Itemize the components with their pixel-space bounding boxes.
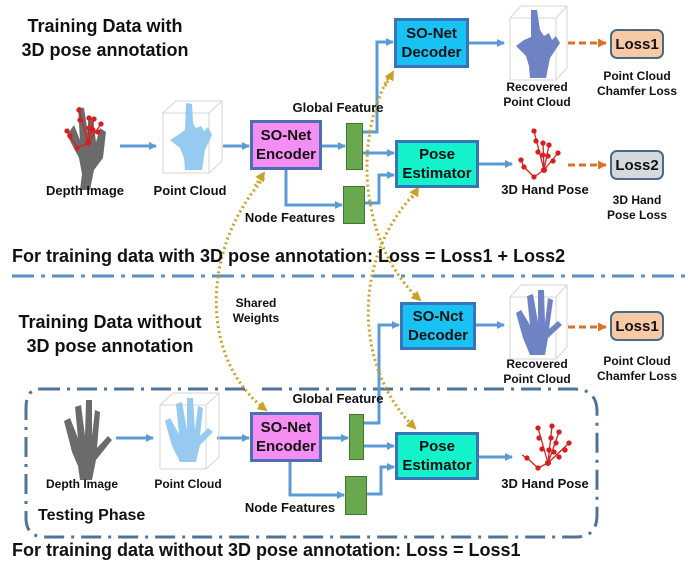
bottom-section-title: Training Data without 3D pose annotation — [10, 310, 210, 358]
top-decoder-line2: Decoder — [401, 44, 462, 61]
bottom-pose-estimator-box[interactable]: Pose Estimator — [395, 432, 479, 480]
bottom-decoder-line2: Decoder — [407, 327, 469, 344]
point-cloud-icon-top — [162, 100, 223, 174]
bottom-node-features-label: Node Features — [244, 500, 336, 515]
depth-image-hand-icon-top — [64, 107, 106, 190]
shared-weights-encoder-head-top — [253, 171, 266, 187]
shared-weights-decoder-head-top — [383, 70, 395, 87]
bottom-decoder-box[interactable]: SO-Nct Decoder — [400, 302, 476, 350]
top-decoder-box[interactable]: SO-Net Decoder — [394, 18, 469, 68]
arrow-global-to-decoder-top — [362, 38, 394, 134]
shared-weights-line1: Shared — [235, 296, 277, 310]
bottom-loss1-box[interactable]: Loss1 — [610, 311, 664, 341]
top-loss2-text: Loss2 — [615, 156, 659, 174]
top-encoder-line2: Encoder — [255, 146, 316, 163]
top-loss1-text: Loss1 — [615, 35, 659, 53]
arrow-node-to-pose-top — [363, 171, 395, 205]
top-loss2-description: 3D Hand Pose Loss — [597, 193, 677, 223]
testing-phase-label: Testing Phase — [38, 507, 146, 524]
top-encoder-line1: SO-Net — [260, 127, 312, 144]
top-node-features-label: Node Features — [244, 210, 336, 225]
top-global-feature-label: Global Feature — [292, 100, 384, 115]
bottom-global-feature-block — [349, 414, 364, 460]
bottom-global-feature-label: Global Feature — [292, 391, 384, 406]
shared-weights-label: Shared Weights — [226, 296, 286, 326]
top-loss1-desc-line1: Point Cloud — [603, 69, 671, 83]
bottom-pose-line1: Pose — [419, 438, 455, 455]
shared-weights-pose-curve — [366, 190, 418, 430]
top-loss-equation: For training data with 3D pose annotatio… — [12, 246, 566, 266]
top-recovered-line2: Point Cloud — [503, 95, 571, 109]
bottom-point-cloud-label: Point Cloud — [154, 477, 222, 491]
shared-weights-line2: Weights — [232, 311, 280, 325]
bottom-loss1-desc-line2: Chamfer Loss — [597, 369, 678, 383]
top-loss2-desc-line1: 3D Hand — [612, 193, 662, 207]
bottom-recovered-line1: Recovered — [506, 357, 568, 371]
top-loss1-description: Point Cloud Chamfer Loss — [597, 69, 677, 99]
bottom-encoder-line2: Encoder — [255, 438, 316, 455]
arrow-node-to-pose-bottom — [365, 463, 395, 496]
shared-weights-encoder-curve — [214, 177, 268, 412]
shared-weights-pose-head-top — [409, 186, 420, 199]
bottom-title-line2: 3D pose annotation — [26, 336, 194, 356]
top-loss2-box[interactable]: Loss2 — [610, 150, 664, 180]
testing-phase-border — [24, 387, 599, 539]
top-pose-estimator-box[interactable]: Pose Estimator — [395, 140, 479, 188]
top-point-cloud-label: Point Cloud — [153, 183, 227, 198]
top-section-title: Training Data with 3D pose annotation — [10, 14, 200, 62]
bottom-depth-image-label: Depth Image — [45, 477, 118, 491]
depth-image-hand-icon-bottom — [64, 400, 112, 480]
bottom-loss-equation: For training data without 3D pose annota… — [12, 540, 521, 560]
top-pose-line1: Pose — [419, 146, 455, 163]
hand-pose-skeleton-icon-bottom — [521, 423, 572, 471]
bottom-hand-pose-label: 3D Hand Pose — [501, 476, 589, 491]
top-node-features-block — [343, 186, 365, 224]
top-depth-image-label: Depth Image — [45, 183, 124, 198]
recovered-point-cloud-icon-bottom — [509, 284, 568, 360]
bottom-encoder-box[interactable]: SO-Net Encoder — [250, 412, 322, 462]
top-recovered-line1: Recovered — [506, 80, 568, 94]
top-loss1-box[interactable]: Loss1 — [610, 29, 664, 59]
bottom-loss1-text: Loss1 — [615, 317, 659, 335]
bottom-title-line1: Training Data without — [18, 312, 202, 332]
bottom-recovered-line2: Point Cloud — [503, 372, 571, 386]
recovered-point-cloud-icon-top — [509, 5, 568, 81]
top-title-line2: 3D pose annotation — [21, 40, 189, 60]
arrow-encoder-to-node-bottom — [288, 462, 345, 499]
shared-weights-decoder-curve — [365, 77, 422, 302]
top-global-feature-block — [346, 123, 363, 170]
top-loss1-desc-line2: Chamfer Loss — [597, 84, 678, 98]
top-loss2-desc-line2: Pose Loss — [606, 208, 668, 222]
bottom-node-features-block — [345, 476, 367, 515]
top-title-line1: Training Data with — [27, 16, 183, 36]
top-encoder-box[interactable]: SO-Net Encoder — [250, 120, 322, 170]
bottom-encoder-line1: SO-Net — [260, 419, 312, 436]
top-hand-pose-label: 3D Hand Pose — [501, 182, 589, 197]
point-cloud-icon-bottom — [159, 392, 220, 470]
bottom-pose-line2: Estimator — [402, 457, 472, 474]
bottom-loss1-desc-line1: Point Cloud — [603, 354, 671, 368]
hand-pose-skeleton-icon-top — [518, 128, 561, 180]
top-pose-line2: Estimator — [402, 165, 472, 182]
top-recovered-label: Recovered Point Cloud — [497, 80, 577, 110]
bottom-recovered-label: Recovered Point Cloud — [497, 357, 577, 387]
top-decoder-line1: SO-Net — [406, 25, 457, 42]
arrow-encoder-to-node-top — [284, 170, 343, 209]
bottom-loss1-description: Point Cloud Chamfer Loss — [597, 354, 677, 384]
bottom-decoder-line1: SO-Nct — [412, 308, 464, 325]
